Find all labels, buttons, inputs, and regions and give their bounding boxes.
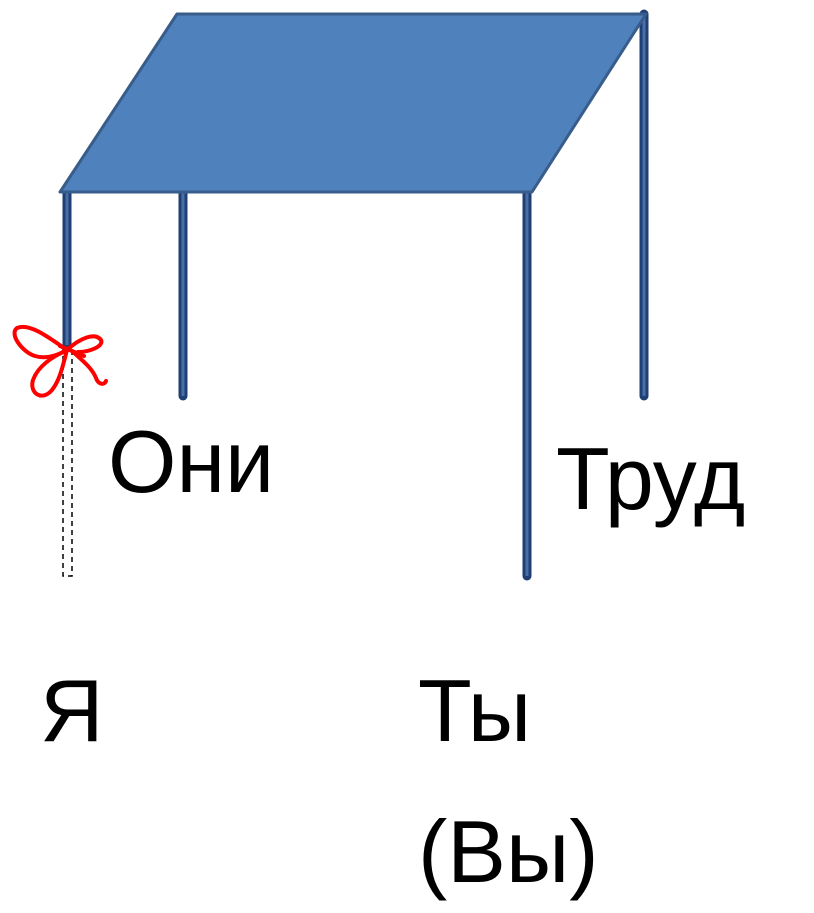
label-ty: Ты bbox=[418, 661, 532, 760]
table-top bbox=[58, 12, 648, 194]
label-trud: Труд bbox=[556, 429, 746, 528]
table-legs bbox=[62, 9, 649, 581]
label-vy: (Вы) bbox=[418, 802, 599, 901]
red-bow-knot bbox=[12, 324, 108, 398]
label-ya: Я bbox=[40, 661, 104, 760]
label-oni: Они bbox=[108, 412, 275, 511]
missing-leg-dashed bbox=[62, 349, 73, 577]
